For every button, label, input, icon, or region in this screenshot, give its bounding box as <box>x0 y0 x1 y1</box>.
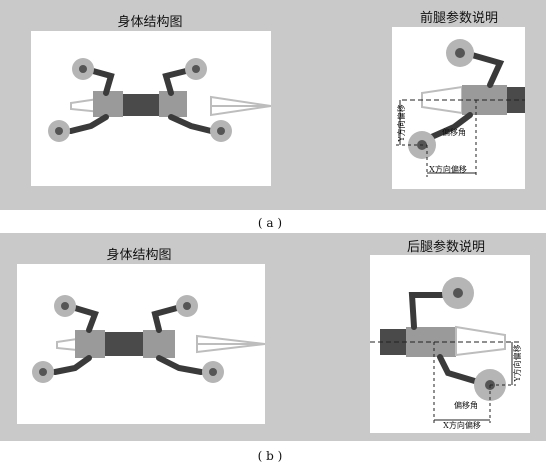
body-center-block <box>123 94 159 116</box>
detail-guides <box>396 99 525 177</box>
detail-legs <box>424 52 505 142</box>
panel-a-detail-svg: X方向偏移 偏移角 Y方向偏移 <box>396 39 525 177</box>
legs-a <box>68 68 214 134</box>
rear-joint-block <box>75 330 105 358</box>
panel-b-caption: ( b ) <box>257 449 283 463</box>
panel-b-body-image <box>17 264 266 424</box>
panel-a-detail-image: X方向偏移 偏移角 Y方向偏移 <box>392 27 525 189</box>
panel-b-angle-label: 偏移角 <box>454 400 478 410</box>
body-center-block <box>105 332 143 356</box>
rear-joint-block <box>93 91 123 117</box>
panel-b-detail-title: 后腿参数说明 <box>406 240 486 255</box>
panel-b-x-offset-label: X方向偏移 <box>443 420 481 430</box>
flower-foot-icon <box>32 295 224 383</box>
front-joint-block <box>159 91 187 117</box>
legs-b <box>52 305 204 375</box>
panel-b-y-offset-label: Y方向偏移 <box>512 344 522 382</box>
panel-a-y-offset-label: Y方向偏移 <box>396 104 406 142</box>
detail-body-block <box>380 329 406 355</box>
front-joint-block <box>143 330 175 358</box>
detail-guides <box>370 341 520 423</box>
panel-b-detail-svg: X方向偏移 偏移角 Y方向偏移 <box>370 277 522 430</box>
flower-foot-icon <box>48 58 232 142</box>
panel-b-detail-image: X方向偏移 偏移角 Y方向偏移 <box>370 255 530 433</box>
detail-frame <box>455 325 506 357</box>
panel-a-body-image <box>31 31 272 186</box>
panel-a-detail-title: 前腿参数说明 <box>419 11 499 26</box>
panel-a-body-title: 身体结构图 <box>117 15 183 30</box>
panel-b-body-svg <box>32 295 266 383</box>
panel-a-caption: ( a ) <box>257 216 283 230</box>
panel-b-body-title: 身体结构图 <box>106 248 172 263</box>
panel-a-x-offset-label: X方向偏移 <box>429 164 467 174</box>
flower-foot-icon <box>408 39 474 159</box>
panel-a-angle-label: 偏移角 <box>442 127 466 137</box>
panel-a-body-svg <box>48 58 272 142</box>
